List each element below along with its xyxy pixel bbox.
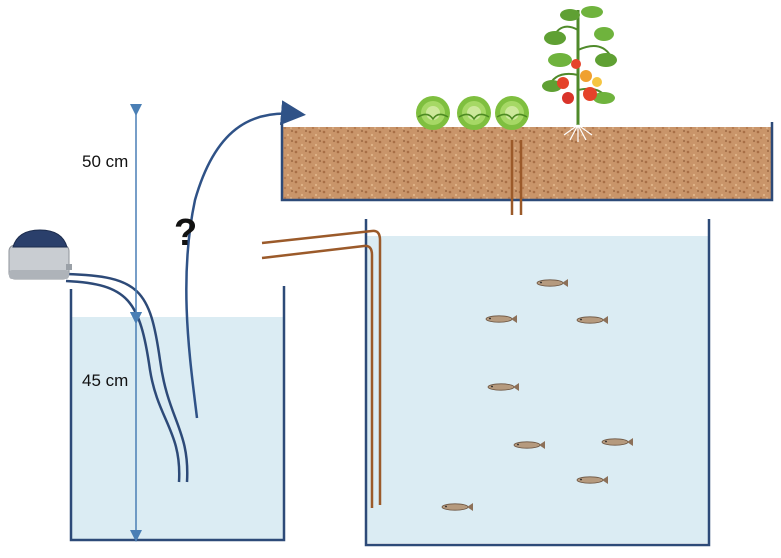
- fish-tank-water: [366, 236, 709, 543]
- grow-bed-media: [282, 127, 772, 199]
- siphon-pipe-lower: [261, 244, 374, 508]
- siphon-pipes: [261, 229, 382, 508]
- lettuce-icon: [457, 96, 491, 130]
- question-mark-label: ?: [174, 212, 198, 254]
- grow-bed-outline: [280, 122, 774, 202]
- fish-icon: [487, 383, 519, 391]
- grow-bed: [280, 122, 774, 202]
- air-line-inner: [65, 279, 181, 483]
- fish-school: [441, 279, 633, 511]
- fish-icon: [485, 315, 517, 323]
- fish-icon: [576, 476, 608, 484]
- grow-bed-drain-pipes: [510, 140, 523, 215]
- lettuce-icon: [495, 96, 529, 130]
- lettuce-row: [416, 96, 529, 130]
- flow-arrow: [185, 100, 306, 419]
- sump-tank: [69, 286, 286, 542]
- siphon-pipe-upper: [261, 229, 382, 505]
- height-label-bottom: 45 cm: [82, 371, 129, 390]
- fish-tank-outline: [364, 219, 711, 547]
- air-lines: [65, 272, 189, 483]
- tomato-plant-icon: [542, 6, 617, 142]
- sump-water: [71, 317, 284, 540]
- lettuce-icon: [416, 96, 450, 130]
- fish-icon: [576, 316, 608, 324]
- fish-icon: [536, 279, 568, 287]
- fish-tank: [364, 219, 711, 547]
- fish-icon: [513, 441, 545, 449]
- flow-arrow-path: [185, 100, 306, 419]
- fish-icon: [601, 438, 633, 446]
- fish-icon: [441, 503, 473, 511]
- sump-tank-outline: [69, 286, 286, 542]
- air-pump-icon: [8, 229, 72, 280]
- height-label-top: 50 cm: [82, 152, 129, 171]
- air-line-outer: [65, 272, 189, 483]
